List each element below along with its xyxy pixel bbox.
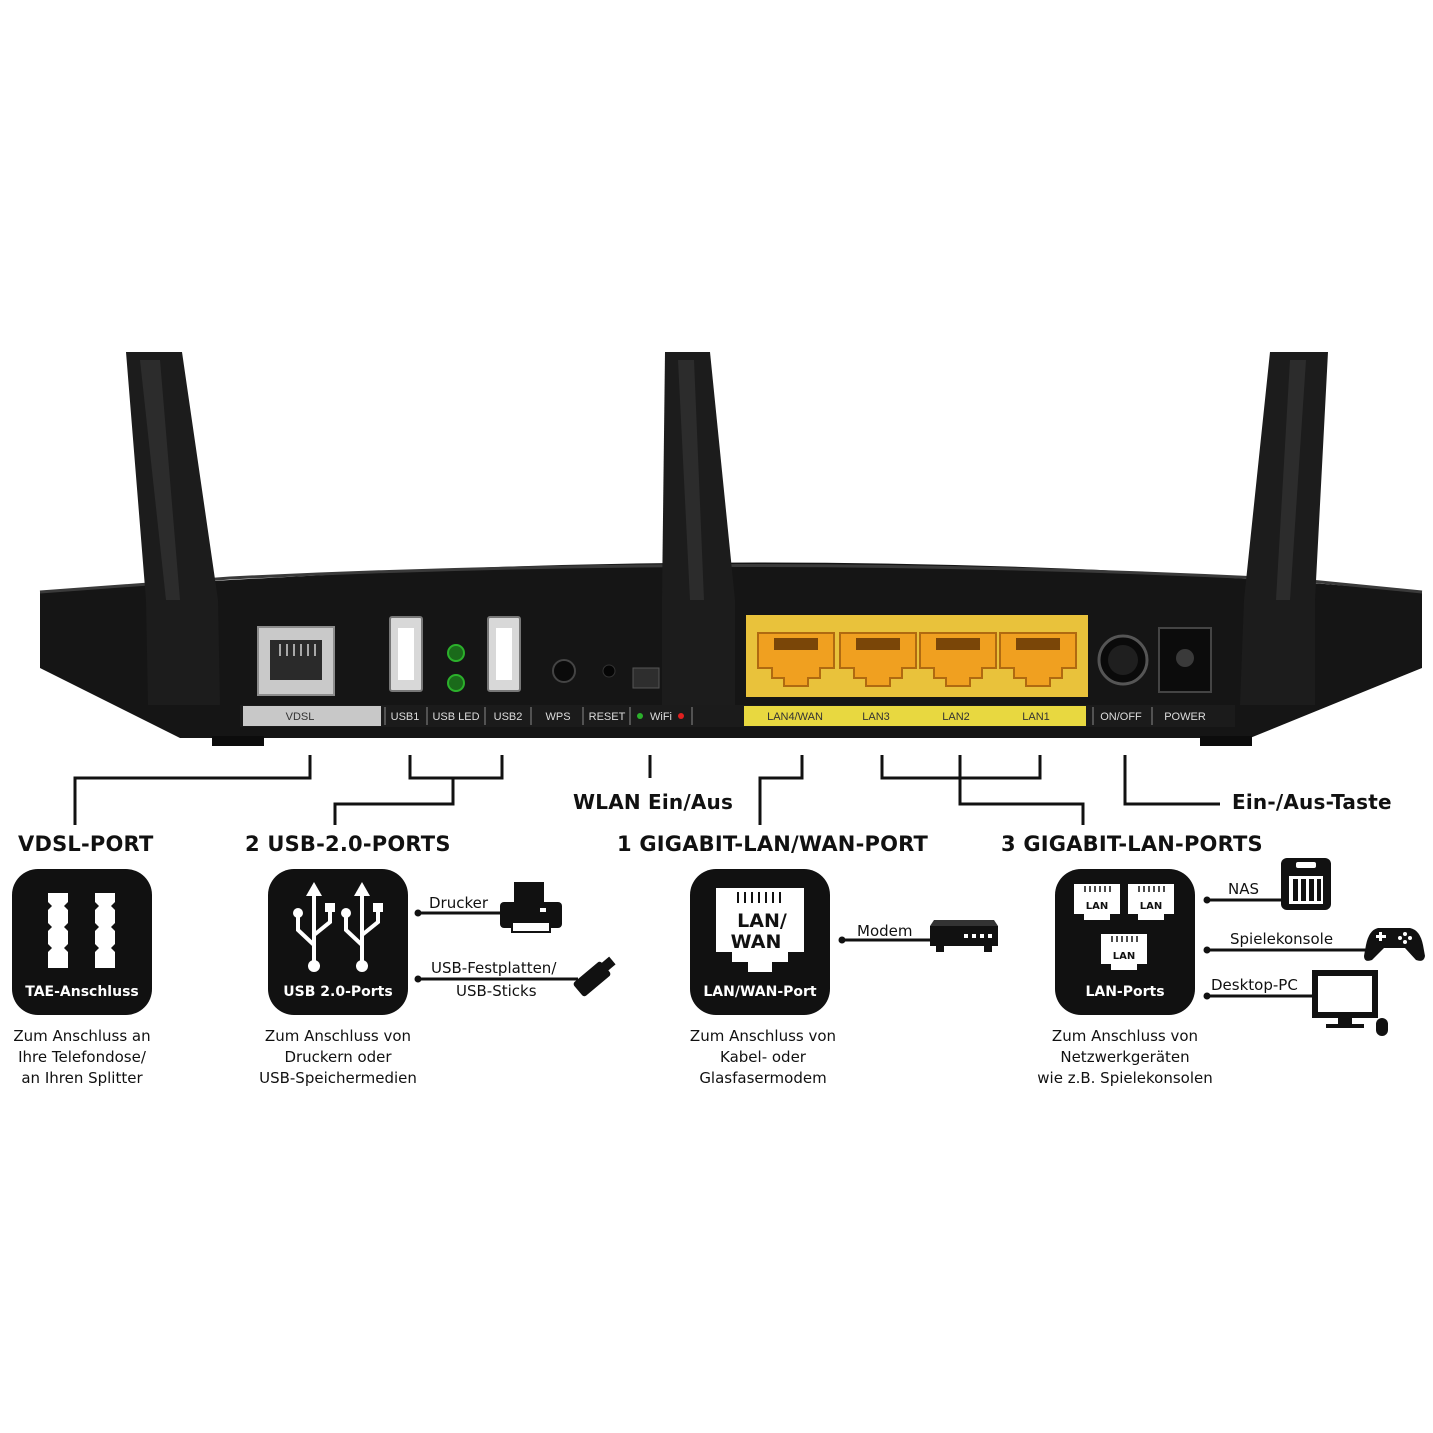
wifi-led-red [678, 713, 684, 719]
power-callout: Ein-/Aus-Taste [1232, 790, 1392, 814]
lan-ports-icon: LAN LAN LAN [1074, 884, 1174, 970]
wifi-led-green [637, 713, 643, 719]
router-top-edge [39, 563, 1423, 594]
label-lan4wan: LAN4/WAN [767, 711, 823, 723]
label-lan2: LAN2 [942, 711, 970, 723]
tile-vdsl [12, 869, 152, 1015]
usb-led-2 [447, 674, 465, 692]
desc-lan-line-3: wie z.B. Spielekonsolen [1037, 1069, 1213, 1087]
power-jack-hole [1176, 649, 1194, 667]
ethernet-port-pins [737, 892, 781, 903]
desc-lan-line-1: Zum Anschluss von [1051, 1027, 1199, 1045]
ethernet-port-icon [716, 888, 804, 972]
modem-icon [930, 920, 998, 952]
lan-mini-port-icon [1074, 884, 1120, 920]
lan-port-contacts [856, 638, 900, 650]
router-foot-right [1200, 736, 1252, 746]
desc-usb-line-1: Zum Anschluss von [264, 1027, 412, 1045]
lan-port-contacts [774, 638, 818, 650]
tile-label-usb: USB 2.0-Ports [283, 984, 393, 1000]
desc-vdsl-line-1: Zum Anschluss an [13, 1027, 151, 1045]
label-onoff: ON/OFF [1100, 711, 1142, 723]
antenna-left-highlight [140, 360, 180, 600]
label-usb-led: USB LED [432, 711, 479, 723]
gamepad-icon [1364, 928, 1425, 961]
wifi-switch [632, 667, 660, 689]
tile-label-vdsl: TAE-Anschluss [25, 984, 139, 1000]
heading-wan: 1 GIGABIT-LAN/WAN-PORT [617, 832, 929, 856]
device-storage-1: USB-Festplatten/ [431, 959, 557, 977]
label-power: POWER [1164, 711, 1206, 723]
lan-mini-port-icon [1101, 934, 1147, 970]
label-usb2: USB2 [494, 711, 523, 723]
antenna-right-highlight [1276, 360, 1306, 600]
desc-wan-line-3: Glasfasermodem [699, 1069, 827, 1087]
wlan-callout: WLAN Ein/Aus [573, 790, 734, 814]
heading-usb: 2 USB-2.0-PORTS [245, 832, 451, 856]
lan-mini-port-label: LAN [1140, 901, 1162, 912]
label-wps: WPS [545, 711, 570, 723]
lan-label-bg [744, 706, 1086, 726]
device-pc: Desktop-PC [1211, 976, 1298, 994]
desc-wan: Zum Anschluss von Kabel- oder Glasfaserm… [673, 1026, 853, 1089]
lan-ports [757, 632, 1077, 687]
wps-button [552, 659, 576, 683]
device-modem: Modem [857, 922, 913, 940]
wan-icon-text-1: LAN/ [737, 910, 787, 932]
vdsl-label-bg [243, 706, 381, 726]
lan-mini-port-label: LAN [1113, 951, 1135, 962]
desc-vdsl: Zum Anschluss an Ihre Telefondose/ an Ih… [2, 1026, 162, 1089]
label-separators [384, 707, 1153, 725]
device-nas: NAS [1228, 880, 1260, 898]
desc-lan: Zum Anschluss von Netzwerkgeräten wie z.… [1015, 1026, 1235, 1089]
device-console: Spielekonsole [1230, 930, 1334, 948]
connector-dots [414, 896, 1211, 1000]
wan-icon-text-2: WAN [731, 931, 782, 953]
nas-icon [1281, 858, 1331, 910]
desktop-pc-icon [1312, 970, 1388, 1036]
router-foot-left [212, 736, 264, 746]
usb-led-1 [447, 644, 465, 662]
label-wifi: WiFi [650, 711, 672, 723]
printer-icon [500, 882, 562, 933]
tile-label-wan: LAN/WAN-Port [703, 984, 817, 1000]
device-printer: Drucker [429, 894, 489, 912]
usb-icon [296, 890, 380, 963]
vdsl-port-inner [270, 640, 322, 680]
usb2-port-inner [496, 628, 512, 680]
tae-connector-icon [48, 893, 115, 968]
label-vdsl: VDSL [286, 711, 315, 723]
desc-lan-line-2: Netzwerkgeräten [1060, 1048, 1190, 1066]
vdsl-port-pins [279, 644, 316, 656]
power-button-inner [1108, 645, 1138, 675]
lan-mini-port-icon [1128, 884, 1174, 920]
label-lan1: LAN1 [1022, 711, 1050, 723]
heading-lan: 3 GIGABIT-LAN-PORTS [1001, 832, 1263, 856]
desc-vdsl-line-2: Ihre Telefondose/ [18, 1048, 146, 1066]
lan-port-contacts [936, 638, 980, 650]
usb1-port-inner [398, 628, 414, 680]
desc-usb-line-3: USB-Speichermedien [259, 1069, 417, 1087]
device-storage-2: USB-Sticks [456, 982, 537, 1000]
tile-label-lan: LAN-Ports [1085, 984, 1165, 1000]
label-reset: RESET [589, 711, 626, 723]
desc-vdsl-line-3: an Ihren Splitter [21, 1069, 143, 1087]
connector-lines [73, 755, 1368, 998]
heading-vdsl: VDSL-PORT [18, 832, 154, 856]
lan-port-contacts [1016, 638, 1060, 650]
label-usb1: USB1 [391, 711, 420, 723]
lan-mini-port-label: LAN [1086, 901, 1108, 912]
usb-stick-icon [573, 956, 616, 997]
desc-usb-line-2: Druckern oder [284, 1048, 392, 1066]
antenna-center-highlight [678, 360, 704, 600]
reset-hole [602, 664, 616, 678]
desc-wan-line-1: Zum Anschluss von [689, 1027, 837, 1045]
usb-icon-heads [293, 882, 383, 972]
label-lan3: LAN3 [862, 711, 890, 723]
desc-usb: Zum Anschluss von Druckern oder USB-Spei… [248, 1026, 428, 1089]
desc-wan-line-2: Kabel- oder [720, 1048, 806, 1066]
